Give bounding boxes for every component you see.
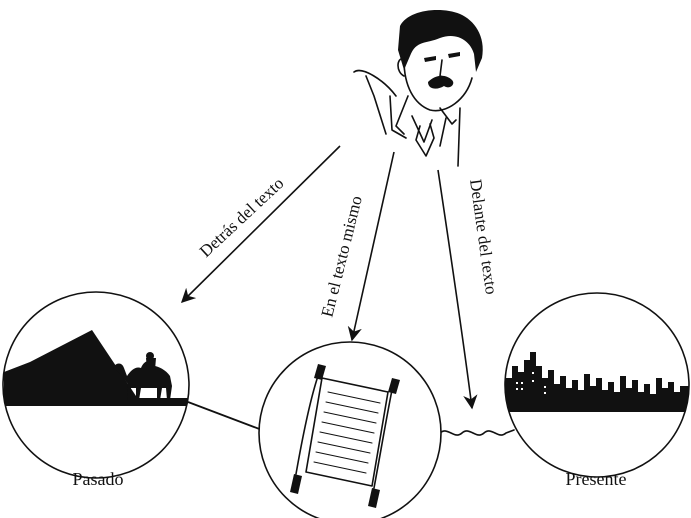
- arrow-behind-text: [180, 145, 341, 304]
- present-circle: [504, 292, 690, 478]
- man-portrait-icon: [353, 10, 483, 167]
- connector-line: [187, 401, 263, 431]
- label-front-text: Delante del texto: [466, 178, 501, 296]
- label-in-text: En el texto mismo: [317, 194, 365, 319]
- wavy-connector: [439, 429, 515, 436]
- pyramid-camel-icon: [3, 330, 189, 406]
- text-circle: [258, 341, 442, 518]
- arrow-front-text: [437, 169, 478, 410]
- label-past: Pasado: [73, 469, 124, 489]
- city-skyline-icon: [505, 352, 689, 412]
- arrow-in-text: [347, 151, 395, 342]
- scroll-icon: [290, 364, 400, 508]
- past-circle: [2, 291, 190, 479]
- label-behind-text: Detrás del texto: [196, 174, 288, 261]
- label-present: Presente: [566, 469, 627, 489]
